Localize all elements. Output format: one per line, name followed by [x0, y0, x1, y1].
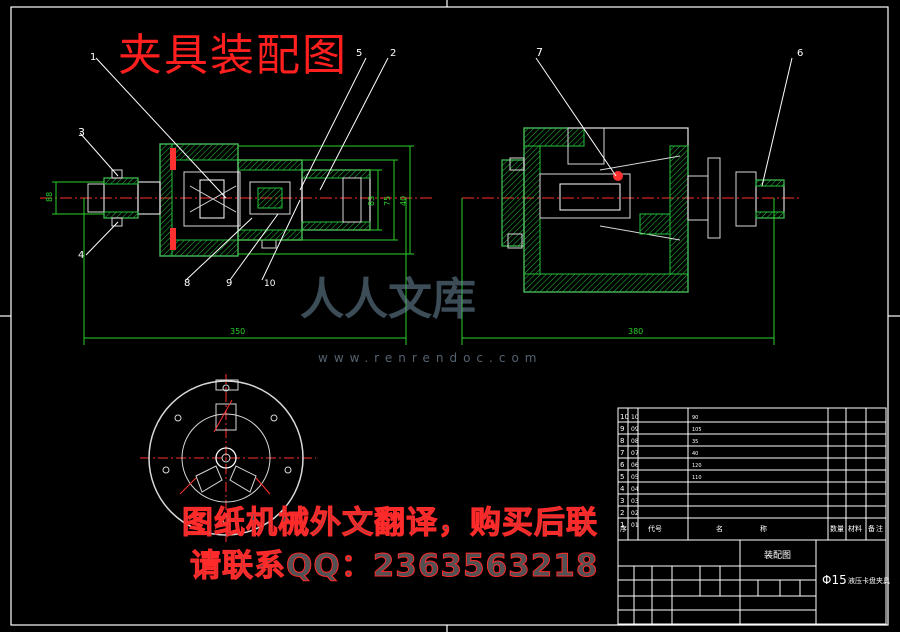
part-number: 8	[620, 437, 624, 445]
part-code: 04	[631, 486, 639, 493]
part-code: 09	[631, 426, 639, 433]
dim-d3: 75	[383, 196, 392, 206]
part-code: 06	[631, 462, 639, 469]
callout-4: 4	[78, 250, 84, 261]
left-dimensions	[52, 145, 414, 345]
callout-1: 1	[90, 52, 96, 63]
dim-left-length: 350	[230, 327, 245, 336]
drawing-number: Φ15	[822, 573, 847, 587]
part-number: 6	[620, 461, 625, 469]
parts-header-cell: 备	[868, 524, 875, 533]
part-quantity: 90	[692, 415, 698, 421]
dim-d4: 40	[399, 196, 408, 206]
watermark-line-1: 图纸机械外文翻译，购买后联	[182, 505, 598, 541]
parts-quantities: 90 105 35 40 120 110	[692, 415, 702, 481]
part-number: 7	[620, 449, 624, 457]
watermark-url: www.renrendoc.com	[318, 351, 543, 365]
part-code: 07	[631, 450, 639, 457]
part-number: 10	[620, 413, 629, 421]
part-number: 2	[620, 509, 624, 517]
parts-header-cell: 数量	[830, 524, 844, 533]
parts-header-cell: 代号	[648, 524, 662, 533]
dim-right-length: 380	[628, 327, 643, 336]
part-quantity: 120	[692, 463, 702, 469]
callout-6: 6	[797, 48, 803, 59]
drawing-name: 液压卡盘夹具	[848, 576, 890, 585]
parts-header-cell: 材料	[848, 524, 862, 533]
part-code: 08	[631, 438, 639, 445]
callout-9: 9	[226, 278, 232, 289]
left-section-view	[40, 143, 432, 257]
front-view	[140, 374, 316, 542]
part-quantity: 35	[692, 439, 698, 445]
part-number: 9	[620, 425, 624, 433]
parts-header-cell: 注	[876, 524, 883, 533]
part-number: 3	[620, 497, 624, 505]
sheet-title: 装配图	[764, 549, 791, 561]
part-number: 4	[620, 485, 625, 493]
dim-d1: 88	[45, 192, 54, 202]
part-code: 02	[631, 510, 639, 517]
part-number: 5	[620, 473, 624, 481]
parts-header-cell: 称	[760, 524, 767, 533]
part-quantity: 40	[692, 451, 698, 457]
callout-5: 5	[356, 48, 362, 59]
title-block	[617, 407, 887, 625]
parts-header-cell: 序	[620, 524, 627, 533]
parts-header: 序 代号 名 称 数量材料备注	[620, 524, 883, 533]
right-section-view	[462, 127, 800, 293]
part-code: 01	[631, 522, 639, 529]
parts-header-cell: 名	[716, 524, 723, 533]
drawing-title: 夹具装配图	[118, 30, 348, 81]
part-quantity: 105	[692, 427, 702, 433]
callout-3: 3	[78, 126, 85, 139]
callout-10: 10	[264, 279, 276, 289]
watermark-site: 人人文库	[300, 274, 476, 325]
watermark-line-2: 请联系QQ：2363563218	[189, 548, 599, 584]
callout-leaders	[79, 57, 793, 281]
callout-7: 7	[536, 46, 543, 59]
part-quantity: 110	[692, 475, 702, 481]
part-code: 03	[631, 498, 639, 505]
callout-2: 2	[390, 48, 396, 59]
part-number: 1	[620, 521, 624, 529]
part-code: 05	[631, 474, 639, 481]
dim-d2: 83	[367, 196, 376, 206]
right-dimensions	[461, 198, 775, 345]
part-code: 10	[631, 414, 639, 421]
callout-8: 8	[184, 278, 190, 289]
